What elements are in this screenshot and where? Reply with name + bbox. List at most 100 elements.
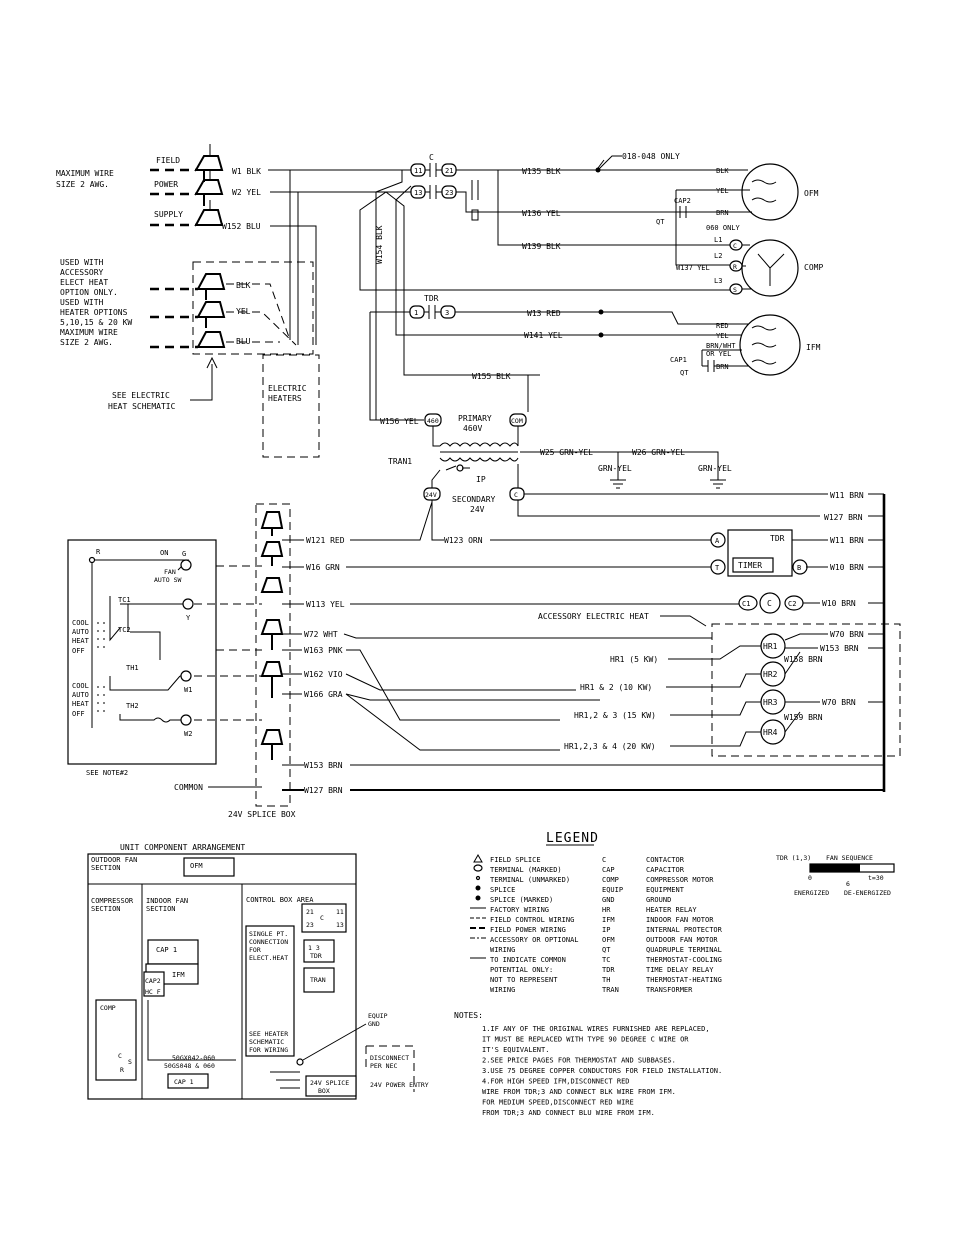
legend-abbreviation: IFM — [602, 916, 615, 924]
tran1-label: TRAN1 — [388, 457, 412, 466]
w156-label: W156 YEL — [380, 417, 419, 426]
arr-tdr: TDR — [310, 952, 322, 960]
legend-symbol-label: NOT TO REPRESENT — [490, 976, 558, 984]
w135-label: W135 BLK — [522, 167, 561, 176]
hr-10kw-label: HR1 & 2 (10 KW) — [580, 683, 652, 692]
field-splice-icon — [196, 301, 226, 318]
arr-tdr13: 1 3 — [308, 944, 320, 952]
w16-label: W16 GRN — [306, 563, 340, 572]
fan-seq-six: 6 — [846, 880, 850, 888]
hr2-label: HR2 — [763, 670, 778, 679]
comp-r-terminal: R — [733, 263, 737, 271]
tstat-cool-label: COOL — [72, 619, 89, 627]
w153a-label: W153 BRN — [820, 644, 859, 653]
ofs-label-2: SECTION — [91, 864, 121, 872]
legend-symbol-label: TO INDICATE COMMON — [490, 956, 566, 964]
ofm-blk-label: BLK — [716, 167, 729, 175]
arr-sh3: FOR WIRING — [249, 1046, 288, 1054]
fan-seq-title: FAN SEQUENCE — [826, 854, 873, 862]
tdr-timer: A R TDR TIMER T B W11 BRN W10 BRN — [710, 529, 884, 577]
legend-abbreviation: OFM — [602, 936, 615, 944]
fan-seq-de: DE-ENERGIZED — [844, 889, 891, 897]
splice-box: W121 RED W123 ORN W16 GRN W113 YEL W72 W… — [174, 500, 884, 819]
legend-abbreviation: TRAN — [602, 986, 619, 994]
arr-cap1: CAP 1 — [156, 946, 177, 954]
timer-label: TIMER — [738, 561, 762, 570]
see-elec-l2: HEAT SCHEMATIC — [108, 402, 176, 411]
tdr-label: TDR — [424, 294, 439, 303]
cs-label-2: SECTION — [91, 905, 121, 913]
w158-label: W158 BRN — [784, 655, 823, 664]
v24-label: 24V — [470, 505, 485, 514]
tran-com-terminal: COM — [511, 417, 523, 425]
w127-label: W127 BRN — [304, 786, 343, 795]
arr-c11: 11 — [336, 908, 344, 916]
arr-c13: 13 — [336, 921, 344, 929]
acc-note-l6: HEATER OPTIONS — [60, 308, 128, 317]
w72-label: W72 WHT — [304, 630, 338, 639]
legend-description: QUADRUPLE TERMINAL — [646, 946, 722, 954]
comp-s-terminal: S — [733, 286, 737, 294]
arr-disc1: DISCONNECT — [370, 1054, 409, 1062]
legend-symbol-label: FIELD CONTROL WIRING — [490, 916, 574, 924]
cba-label: CONTROL BOX AREA — [246, 896, 314, 904]
legend-description: THERMOSTAT-COOLING — [646, 956, 722, 964]
ifs-label-1: INDOOR FAN — [146, 897, 188, 905]
comp-l3-label: L3 — [714, 277, 722, 285]
field-splice-icon — [260, 541, 284, 557]
acc-note-l7: 5,10,15 & 20 KW — [60, 318, 132, 327]
note-line: 2.SEE PRICE PAGES FOR THERMOSTAT AND SUB… — [482, 1057, 676, 1065]
ifs-label-2: SECTION — [146, 905, 176, 913]
field-splice-icon — [260, 577, 284, 593]
note-line: FROM TDR;3 AND CONNECT BLU WIRE FROM IFM… — [482, 1109, 655, 1117]
arr-comp: COMP — [100, 1004, 116, 1012]
arr-sp1: SINGLE PT. — [249, 930, 288, 938]
w152-wire-label: W152 BLU — [222, 222, 261, 231]
contactor: C 11 21 13 23 W135 BLK 018-048 ONLY W136… — [359, 152, 730, 421]
ifm-brnwht-label: BRN/WHT — [706, 342, 736, 350]
thermostat-outline — [67, 539, 217, 765]
terminal-unmarked-icon — [475, 875, 481, 881]
note-line: WIRE FROM TDR;3 AND CONNECT BLK WIRE FRO… — [482, 1088, 676, 1096]
field-splice-icon — [194, 209, 224, 226]
note-line: 4.FOR HIGH SPEED IFM,DISCONNECT RED — [482, 1078, 630, 1086]
tstat-tc2-label: TC2 — [118, 626, 131, 634]
w162-label: W162 VIO — [304, 670, 343, 679]
legend-abbreviation: CAP — [602, 866, 615, 874]
field-splice-icon — [260, 511, 284, 529]
tstat-r-label: R — [96, 548, 101, 556]
tstat-y-terminal — [182, 598, 194, 610]
arr-c: C — [320, 914, 324, 922]
splice-box-label: 24V SPLICE BOX — [228, 810, 296, 819]
arr-sp3: FOR — [249, 946, 261, 954]
legend-abbreviation: GND — [602, 896, 615, 904]
hr3-label: HR3 — [763, 698, 778, 707]
arr-equip-label: EQUIP — [368, 1012, 388, 1020]
ofm-qt-label: QT — [656, 218, 665, 226]
accessory-heat-supply: USED WITH ACCESSORY ELECT HEAT OPTION ON… — [60, 170, 320, 458]
splice-dot — [598, 332, 604, 338]
field-splice-icon — [194, 179, 224, 195]
w127a-label: W127 BRN — [824, 513, 863, 522]
contactor-label: C — [429, 153, 434, 162]
power-label: POWER — [154, 180, 178, 189]
see-note2-label: SEE NOTE#2 — [86, 769, 128, 777]
arr-cap1b: CAP 1 — [174, 1078, 194, 1086]
thermostat: R ON G FAN AUTO SW TC1 Y TC2 TH1 W1 TH2 … — [67, 539, 262, 777]
legend-abbreviation: COMP — [602, 876, 619, 884]
tran-24v-terminal: 24V — [425, 491, 437, 499]
accessory-heat-relays: ACCESSORY ELECTRIC HEAT HR1 HR2 HR3 HR4 … — [538, 612, 901, 757]
hr4-label: HR4 — [763, 728, 778, 737]
w13-label: W13 RED — [527, 309, 561, 318]
legend-symbol-label: SPLICE (MARKED) — [490, 896, 553, 904]
tstat-y-label: Y — [186, 614, 191, 622]
arr-splice2: BOX — [318, 1087, 330, 1095]
tstat-th1-label: TH1 — [126, 664, 139, 672]
ground-icon — [610, 479, 626, 489]
ofm-yel-label: YEL — [716, 187, 729, 195]
tdr-terminal-1: 1 — [414, 309, 418, 317]
arr-model2: 50GS048 & 060 — [164, 1062, 215, 1070]
legend-symbols — [470, 853, 486, 959]
arr-comp-r: R — [120, 1066, 124, 1074]
